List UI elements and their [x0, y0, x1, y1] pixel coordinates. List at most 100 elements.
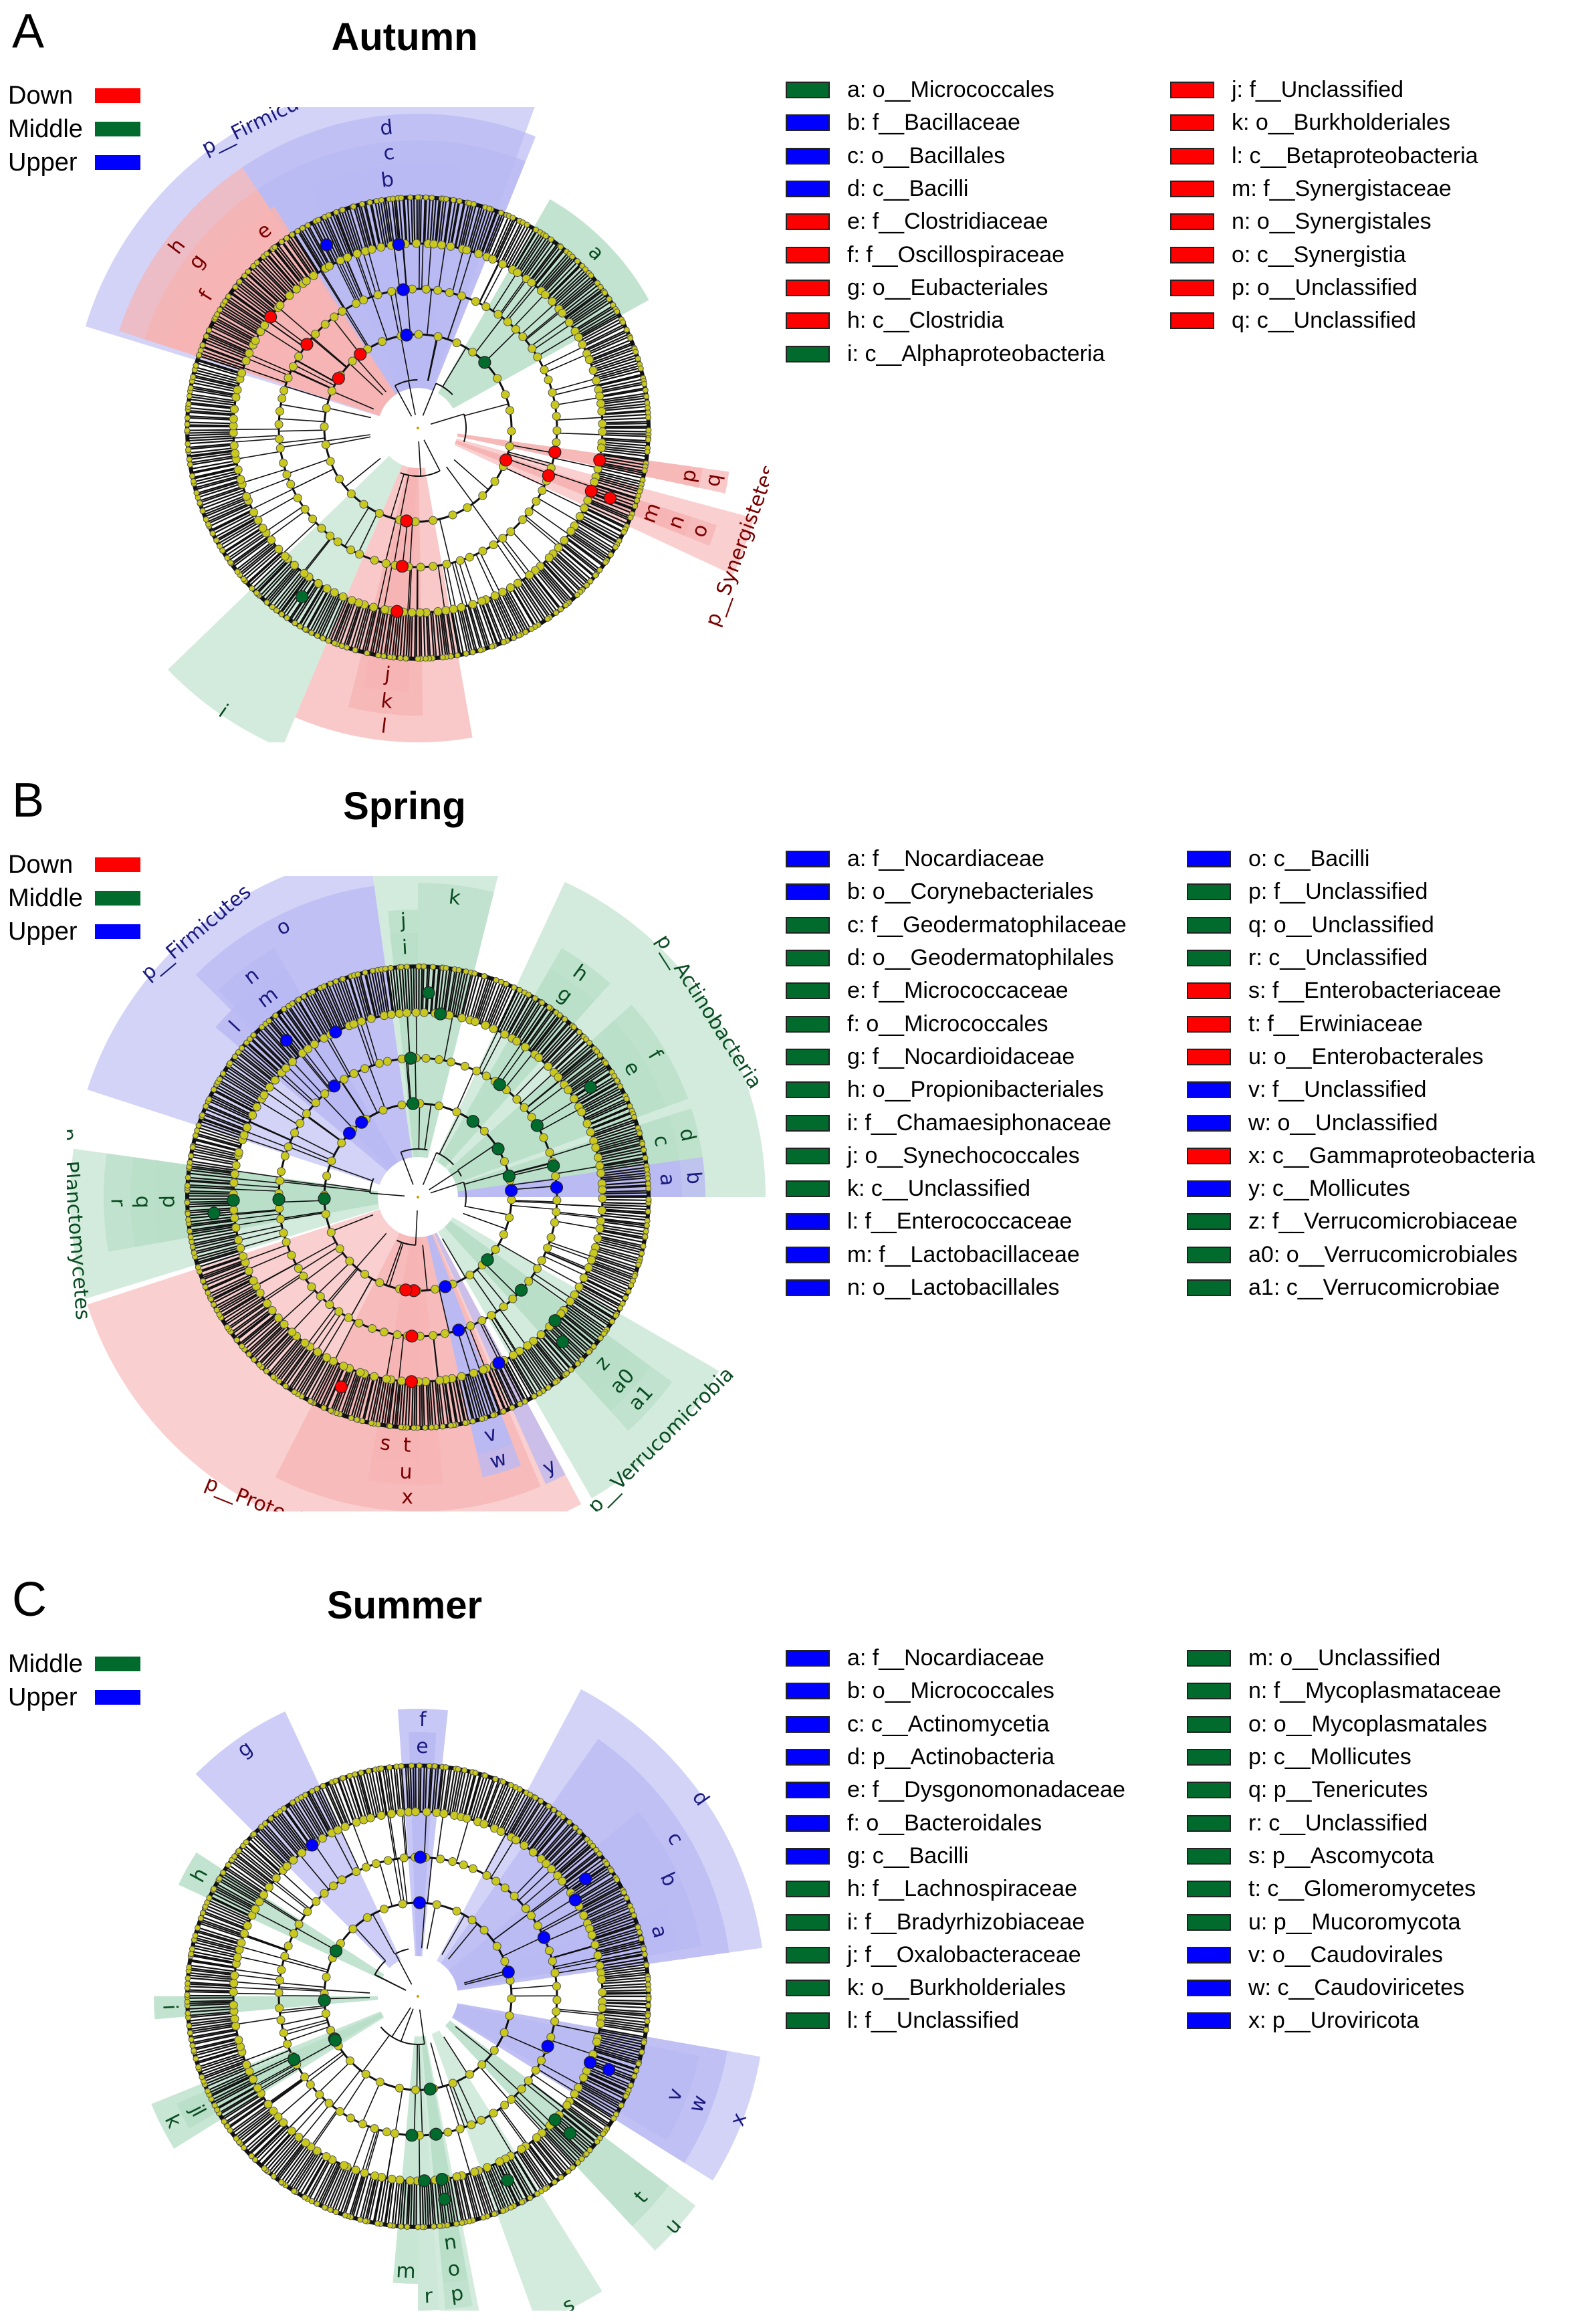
- node: [613, 544, 618, 550]
- node: [191, 2048, 197, 2053]
- legend-entry: a1: c__Verrucomicrobiae: [1187, 1271, 1535, 1304]
- node: [203, 1103, 209, 1109]
- legend-entry: m: o__Unclassified: [1187, 1642, 1501, 1675]
- node: [621, 530, 627, 535]
- legend-label: h: o__Propionibacteriales: [847, 1077, 1104, 1103]
- node: [279, 2180, 284, 2185]
- legend-entry: m: f__Synergistaceae: [1170, 173, 1478, 205]
- node: [467, 1322, 475, 1330]
- node: [501, 1408, 506, 1414]
- node: [508, 1994, 516, 2002]
- legend-swatch: [786, 181, 830, 197]
- biomarker-node: [550, 1181, 562, 1193]
- node: [483, 1871, 491, 1879]
- node: [308, 1398, 313, 1404]
- node: [493, 375, 501, 383]
- branch: [511, 1205, 556, 1209]
- node: [593, 572, 598, 578]
- branch: [419, 2135, 420, 2181]
- node: [596, 1162, 604, 1170]
- node: [275, 1176, 284, 1184]
- node: [185, 421, 190, 427]
- node: [279, 2029, 288, 2037]
- legend-swatch: [786, 247, 830, 263]
- branch: [234, 1982, 279, 1985]
- node: [230, 1979, 238, 1987]
- node: [305, 223, 310, 228]
- node: [284, 374, 292, 382]
- node: [277, 1966, 286, 1974]
- legend-label: y: c__Mollicutes: [1248, 1176, 1410, 1202]
- node: [520, 1841, 528, 1849]
- node: [458, 1014, 466, 1022]
- node: [201, 1279, 206, 1284]
- node: [500, 2028, 508, 2036]
- legend-entry: h: o__Propionibacteriales: [786, 1073, 1127, 1106]
- node: [445, 288, 453, 296]
- branch: [553, 385, 597, 395]
- node: [546, 1148, 554, 1156]
- branch: [387, 2133, 395, 2178]
- leaf-branch: [187, 430, 233, 431]
- node: [491, 1412, 496, 1418]
- node: [423, 1808, 431, 1816]
- node: [473, 1770, 478, 1776]
- node: [251, 1831, 257, 1836]
- legend-entry: x: c__Gammaproteobacteria: [1187, 1140, 1535, 1172]
- node: [382, 966, 388, 971]
- branch: [440, 519, 451, 563]
- node: [387, 1810, 395, 1818]
- node: [358, 2217, 363, 2222]
- node: [314, 1348, 322, 1356]
- node: [580, 2074, 588, 2082]
- node: [631, 1913, 637, 1918]
- node: [479, 1366, 487, 1374]
- node: [635, 356, 641, 361]
- node: [386, 1765, 392, 1770]
- node: [614, 1078, 620, 1083]
- node: [234, 1338, 239, 1343]
- legend-entry: v: f__Unclassified: [1187, 1073, 1535, 1106]
- legend-label: f: f__Oscillospiraceae: [847, 242, 1064, 268]
- legend-swatch: [786, 1650, 830, 1667]
- node: [374, 2221, 380, 2226]
- node: [281, 1152, 289, 1160]
- node: [477, 2116, 485, 2124]
- legend-entry: b: o__Micrococcales: [786, 1675, 1125, 1707]
- node: [417, 1763, 422, 1768]
- branch: [252, 489, 293, 509]
- node: [563, 603, 568, 608]
- branch: [476, 554, 495, 596]
- legend-label: a1: c__Verrucomicrobiae: [1248, 1275, 1500, 1301]
- legend-swatch: [1187, 1815, 1231, 1832]
- legend-entry: a0: o__Verrucomicrobiales: [1187, 1239, 1535, 1271]
- legend-label: g: o__Eubacteriales: [847, 275, 1048, 301]
- node: [266, 1019, 271, 1024]
- node: [642, 381, 647, 387]
- panel-letter: B: [12, 773, 44, 828]
- node: [388, 288, 396, 296]
- node: [628, 515, 633, 520]
- node: [478, 597, 486, 605]
- legend-swatch: [1187, 982, 1231, 999]
- node: [575, 1283, 583, 1291]
- node: [398, 1101, 406, 1109]
- node: [514, 269, 522, 277]
- node: [566, 2169, 571, 2174]
- node: [238, 369, 246, 377]
- node: [370, 968, 375, 974]
- legend-entry: h: c__Clostridia: [786, 304, 1105, 337]
- node: [645, 405, 651, 411]
- node: [606, 296, 612, 302]
- node: [356, 550, 364, 558]
- branch: [472, 504, 498, 541]
- node: [193, 363, 199, 368]
- node: [499, 534, 507, 542]
- legend-label: d: p__Actinobacteria: [847, 1744, 1054, 1770]
- node: [275, 1976, 284, 1984]
- node: [310, 272, 318, 280]
- node: [340, 1776, 346, 1781]
- legend-label: l: c__Betaproteobacteria: [1232, 143, 1478, 169]
- node: [563, 2101, 571, 2109]
